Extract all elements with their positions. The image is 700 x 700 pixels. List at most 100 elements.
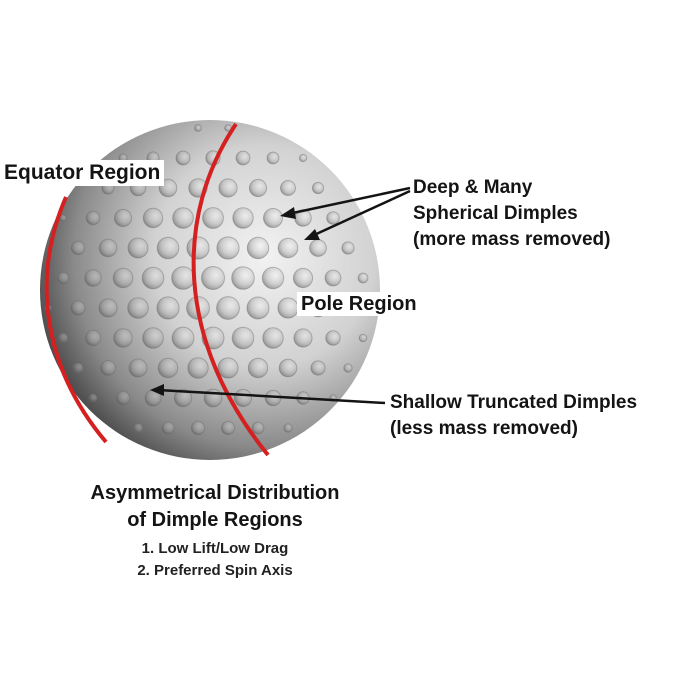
dimple: [310, 360, 326, 376]
dimple: [175, 150, 191, 166]
equator-boundary-line-left: [44, 196, 108, 444]
dimple: [233, 388, 253, 408]
callout-arrows: [150, 186, 411, 405]
dimple: [246, 296, 270, 320]
dimple: [248, 178, 268, 198]
dimple: [266, 151, 280, 165]
dimple: [186, 236, 210, 260]
diagram-caption: Asymmetrical Distribution of Dimple Regi…: [0, 480, 430, 582]
equator-region-label: Equator Region: [4, 160, 165, 186]
dimple: [70, 240, 86, 256]
dimple: [277, 297, 299, 319]
caption-heading-line-2: of Dimple Regions: [127, 509, 303, 531]
dimple: [311, 181, 325, 195]
caption-note-1: 1. Low Lift/Low Drag: [141, 540, 289, 557]
dimple: [113, 328, 133, 348]
deep-dimples-callout: Deep & Many Spherical Dimples (more mass…: [413, 175, 610, 253]
dimple: [357, 272, 369, 284]
golf-ball: [40, 120, 380, 460]
dimple: [217, 357, 239, 379]
dimple: [231, 266, 255, 290]
dimple: [324, 269, 342, 287]
caption-note-2: 2. Preferred Spin Axis: [137, 562, 293, 579]
shallow-dimples-callout: Shallow Truncated Dimples (less mass rem…: [390, 390, 637, 442]
dimple: [278, 358, 298, 378]
dimple: [235, 150, 251, 166]
dimple: [128, 358, 148, 378]
dimple: [262, 327, 284, 349]
dimple: [113, 208, 133, 228]
dimple: [216, 236, 240, 260]
dimple: [171, 266, 195, 290]
dimple: [127, 297, 149, 319]
dimple: [341, 241, 355, 255]
dimple: [141, 266, 165, 290]
dimple: [115, 390, 131, 406]
dimple: [187, 357, 209, 379]
deep-dimples-line-1: Deep & Many: [413, 177, 533, 198]
dimple: [84, 269, 102, 287]
equator-boundary-line-right: [191, 122, 270, 457]
dimple: [277, 237, 299, 259]
dimple: [173, 388, 193, 408]
dimple: [216, 296, 240, 320]
dimple: [88, 393, 98, 403]
dimple: [326, 211, 340, 225]
dimple: [280, 180, 296, 196]
arrow-shallow-dimples-head: [150, 384, 164, 396]
dimple: [57, 332, 69, 344]
dimple: [84, 329, 102, 347]
dimple: [292, 267, 314, 289]
deep-dimples-line-3: (more mass removed): [413, 229, 611, 250]
dimple: [142, 327, 164, 349]
dimple: [201, 266, 225, 290]
dimple: [247, 357, 269, 379]
dimple: [172, 207, 194, 229]
dimple: [161, 421, 175, 435]
dimple: [298, 153, 308, 163]
arrow-deep-dimples-1: [287, 186, 411, 216]
dimple: [142, 207, 164, 229]
dimple: [293, 328, 313, 348]
dimple: [325, 330, 341, 346]
dimple: [190, 420, 206, 436]
dimple: [251, 421, 265, 435]
dimple: [98, 238, 118, 258]
caption-heading-line-1: Asymmetrical Distribution: [90, 482, 340, 504]
dimple: [98, 298, 118, 318]
dimple: [56, 271, 70, 285]
deep-dimples-line-2: Spherical Dimples: [413, 203, 578, 224]
shallow-dimples-line-2: (less mass removed): [390, 418, 578, 439]
dimple: [358, 333, 368, 343]
dimple: [231, 326, 255, 350]
dimple: [246, 236, 270, 260]
dimple: [156, 296, 180, 320]
caption-heading: Asymmetrical Distribution of Dimple Regi…: [0, 480, 430, 534]
dimple: [309, 239, 327, 257]
dimple: [263, 208, 283, 228]
dimple: [283, 423, 293, 433]
arrow-deep-dimples-1-head: [280, 207, 296, 219]
dimple: [70, 300, 86, 316]
dimple: [194, 124, 202, 132]
dimple: [132, 422, 144, 434]
dimple: [343, 363, 353, 373]
caption-notes: 1. Low Lift/Low Drag 2. Preferred Spin A…: [0, 538, 430, 582]
pole-region-label: Pole Region: [297, 292, 421, 316]
shallow-dimples-line-1: Shallow Truncated Dimples: [390, 392, 638, 413]
dimple: [232, 207, 254, 229]
dimple: [127, 237, 149, 259]
dimple: [171, 326, 195, 350]
dimple: [72, 362, 84, 374]
dimple: [85, 210, 101, 226]
dimple: [157, 357, 179, 379]
arrow-shallow-dimples: [157, 388, 386, 405]
dimple: [100, 360, 116, 376]
dimple: [112, 267, 134, 289]
dimple: [202, 207, 224, 229]
arrow-deep-dimples-2-head: [304, 229, 320, 240]
dimple: [156, 236, 180, 260]
dimple: [261, 266, 285, 290]
dimple: [220, 420, 236, 436]
